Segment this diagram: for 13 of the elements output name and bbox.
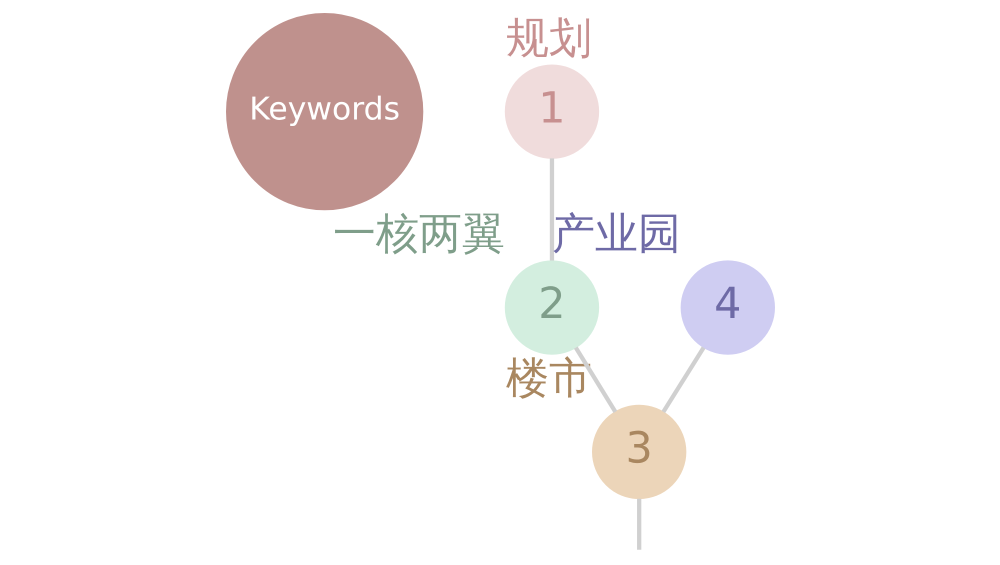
- connector: [573, 346, 617, 413]
- node-circle: 2: [504, 260, 599, 355]
- node-circle: 3: [592, 404, 686, 500]
- node-label: 规划: [506, 13, 592, 64]
- node-circle: 1: [504, 64, 599, 159]
- node-circle: 4: [680, 260, 774, 355]
- connector: [549, 158, 554, 260]
- connector: [661, 346, 705, 413]
- node-label: 一核两翼: [332, 209, 505, 260]
- node-label: 楼市: [506, 354, 592, 404]
- node-circle: Keywords: [226, 13, 423, 210]
- node-label: 产业园: [551, 209, 680, 260]
- connector: [636, 498, 641, 550]
